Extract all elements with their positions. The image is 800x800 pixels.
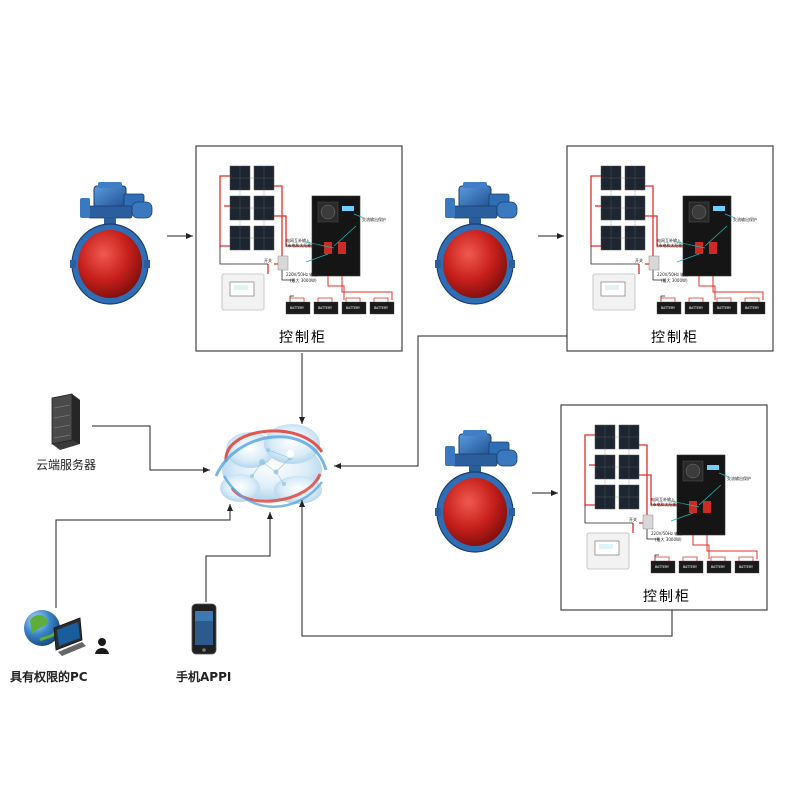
- cabinet-3-battery-1: BATTERY: [655, 565, 669, 569]
- cabinet-3-switch-label: 开关: [629, 516, 637, 522]
- cabinet-2-grid-sub: (市电和太阳能互补): [657, 242, 693, 248]
- connector-lines: [55, 233, 673, 637]
- cabinet-1-out-label: 220V/50Hz 输出: [286, 271, 317, 277]
- cabinet-3-out-label: 220V/50Hz 输出: [651, 530, 682, 536]
- cabinet-2-out-sub: (最大 3000W): [661, 277, 688, 283]
- cabinet-1-grid-label: 电网互补输入: [286, 237, 310, 243]
- cabinet-2-battery-1: BATTERY: [661, 306, 675, 310]
- server-icon: [51, 393, 80, 450]
- cabinet-2-battery-4: BATTERY: [745, 306, 759, 310]
- cabinet-1-battery-3: BATTERY: [346, 306, 360, 310]
- cabinet-1-title: 控制柜: [279, 330, 327, 346]
- valve-1: [69, 181, 153, 305]
- cabinet-2-frame: [566, 145, 774, 352]
- cabinet-1-battery-4: BATTERY: [374, 306, 388, 310]
- cabinet-3-out-sub: (最大 3000W): [655, 536, 682, 542]
- phone-icon: [191, 603, 217, 655]
- cabinet-2-out-label: 220V/50Hz 输出: [657, 271, 688, 277]
- pc-label: 具有权限的PC: [10, 670, 88, 684]
- cloud-icon: [214, 424, 328, 508]
- valve-3: [434, 429, 518, 553]
- cabinet-3-battery-3: BATTERY: [711, 565, 725, 569]
- cabinet-1-battery-2: BATTERY: [318, 306, 332, 310]
- cabinet-1: 交流输出保护 电网互补输入 (市电和太阳能互补) 220V/50Hz 输出 (最…: [195, 145, 403, 352]
- cabinet-2-ac-label: 交流输出保护: [733, 216, 757, 222]
- cabinet-2-battery-2: BATTERY: [689, 306, 703, 310]
- cabinet-3: 交流输出保护 电网互补输入 (市电和太阳能互补) 220V/50Hz 输出 (最…: [560, 404, 768, 611]
- valve-2: [434, 181, 518, 305]
- cabinet-2: 交流输出保护 电网互补输入 (市电和太阳能互补) 220V/50Hz 输出 (最…: [566, 145, 774, 352]
- cabinet-3-battery-2: BATTERY: [683, 565, 697, 569]
- cabinet-3-battery-4: BATTERY: [739, 565, 753, 569]
- pc-icon: [24, 610, 109, 656]
- phone-label: 手机APPI: [176, 670, 232, 684]
- cabinet-1-ac-label: 交流输出保护: [362, 216, 386, 222]
- cabinet-1-grid-sub: (市电和太阳能互补): [286, 242, 322, 248]
- cabinet-2-switch-label: 开关: [635, 257, 643, 263]
- cabinet-2-battery-3: BATTERY: [717, 306, 731, 310]
- cabinet-1-out-sub: (最大 3000W): [290, 277, 317, 283]
- cabinet-1-frame: [195, 145, 403, 352]
- cabinet-1-switch-label: 开关: [264, 257, 272, 263]
- cabinet-2-grid-label: 电网互补输入: [657, 237, 681, 243]
- server-label: 云端服务器: [36, 458, 97, 472]
- cabinet-1-battery-1: BATTERY: [290, 306, 304, 310]
- cabinet-3-grid-sub: (市电和太阳能互补): [651, 501, 687, 507]
- cabinet-3-grid-label: 电网互补输入: [651, 496, 675, 502]
- cabinet-2-title: 控制柜: [651, 330, 699, 346]
- cabinet-3-ac-label: 交流输出保护: [727, 475, 751, 481]
- cabinet-3-frame: [560, 404, 768, 611]
- cabinet-3-title: 控制柜: [643, 589, 691, 605]
